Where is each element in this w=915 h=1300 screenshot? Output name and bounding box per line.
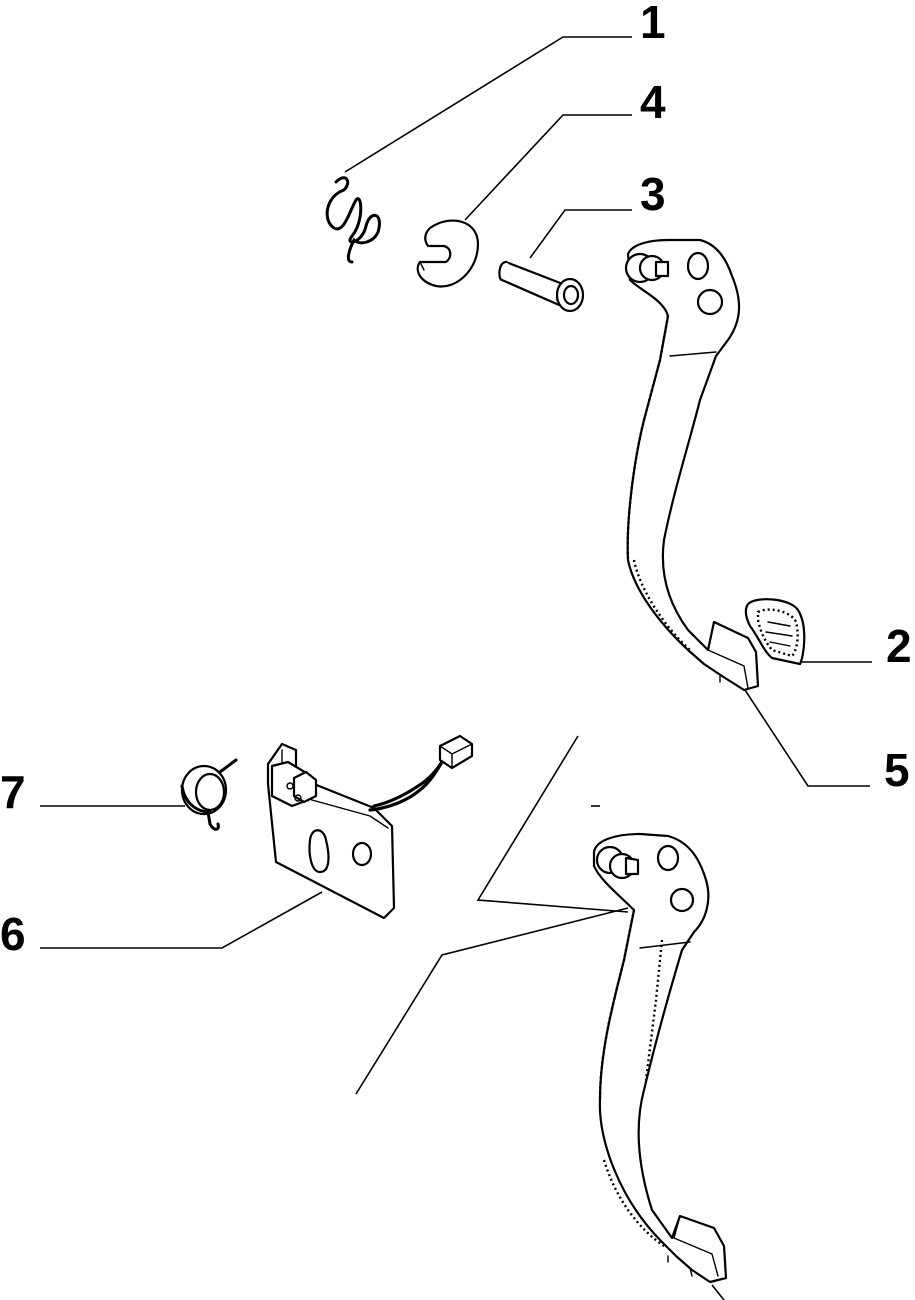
assembly-line-b xyxy=(355,907,629,1095)
callout-7: 7 xyxy=(0,766,26,818)
pedal-lever-icon xyxy=(624,238,760,692)
leader-1 xyxy=(344,36,632,173)
pedal-lever-edge-lower xyxy=(632,559,691,651)
callout-5: 5 xyxy=(884,744,910,796)
leader-lines xyxy=(40,36,872,1300)
pedal-lever-body xyxy=(626,238,760,692)
callout-2: 2 xyxy=(886,620,912,672)
switch-bracket-icon xyxy=(266,734,474,920)
leader-3 xyxy=(529,209,632,259)
callout-3: 3 xyxy=(640,168,666,220)
assembly-line-a xyxy=(476,735,629,913)
callout-1: 1 xyxy=(640,0,666,48)
leader-4 xyxy=(464,114,632,221)
assembled-pedal-edge-left xyxy=(598,909,636,1101)
assembled-pedal-body xyxy=(592,832,728,1284)
callout-6: 6 xyxy=(0,908,26,960)
bushing-sleeve-icon xyxy=(498,260,585,313)
leader-5 xyxy=(744,689,870,787)
pedal-lever-edge-left xyxy=(626,315,670,561)
torsion-spring-icon xyxy=(180,758,238,831)
retaining-clip-icon xyxy=(416,219,480,288)
leader-6 xyxy=(40,891,323,949)
assembly-line-c xyxy=(711,1284,725,1300)
assembled-pedal-icon xyxy=(592,832,728,1284)
callout-4: 4 xyxy=(640,76,666,128)
return-spring-icon xyxy=(325,176,381,264)
pedal-pad-icon xyxy=(744,598,806,666)
